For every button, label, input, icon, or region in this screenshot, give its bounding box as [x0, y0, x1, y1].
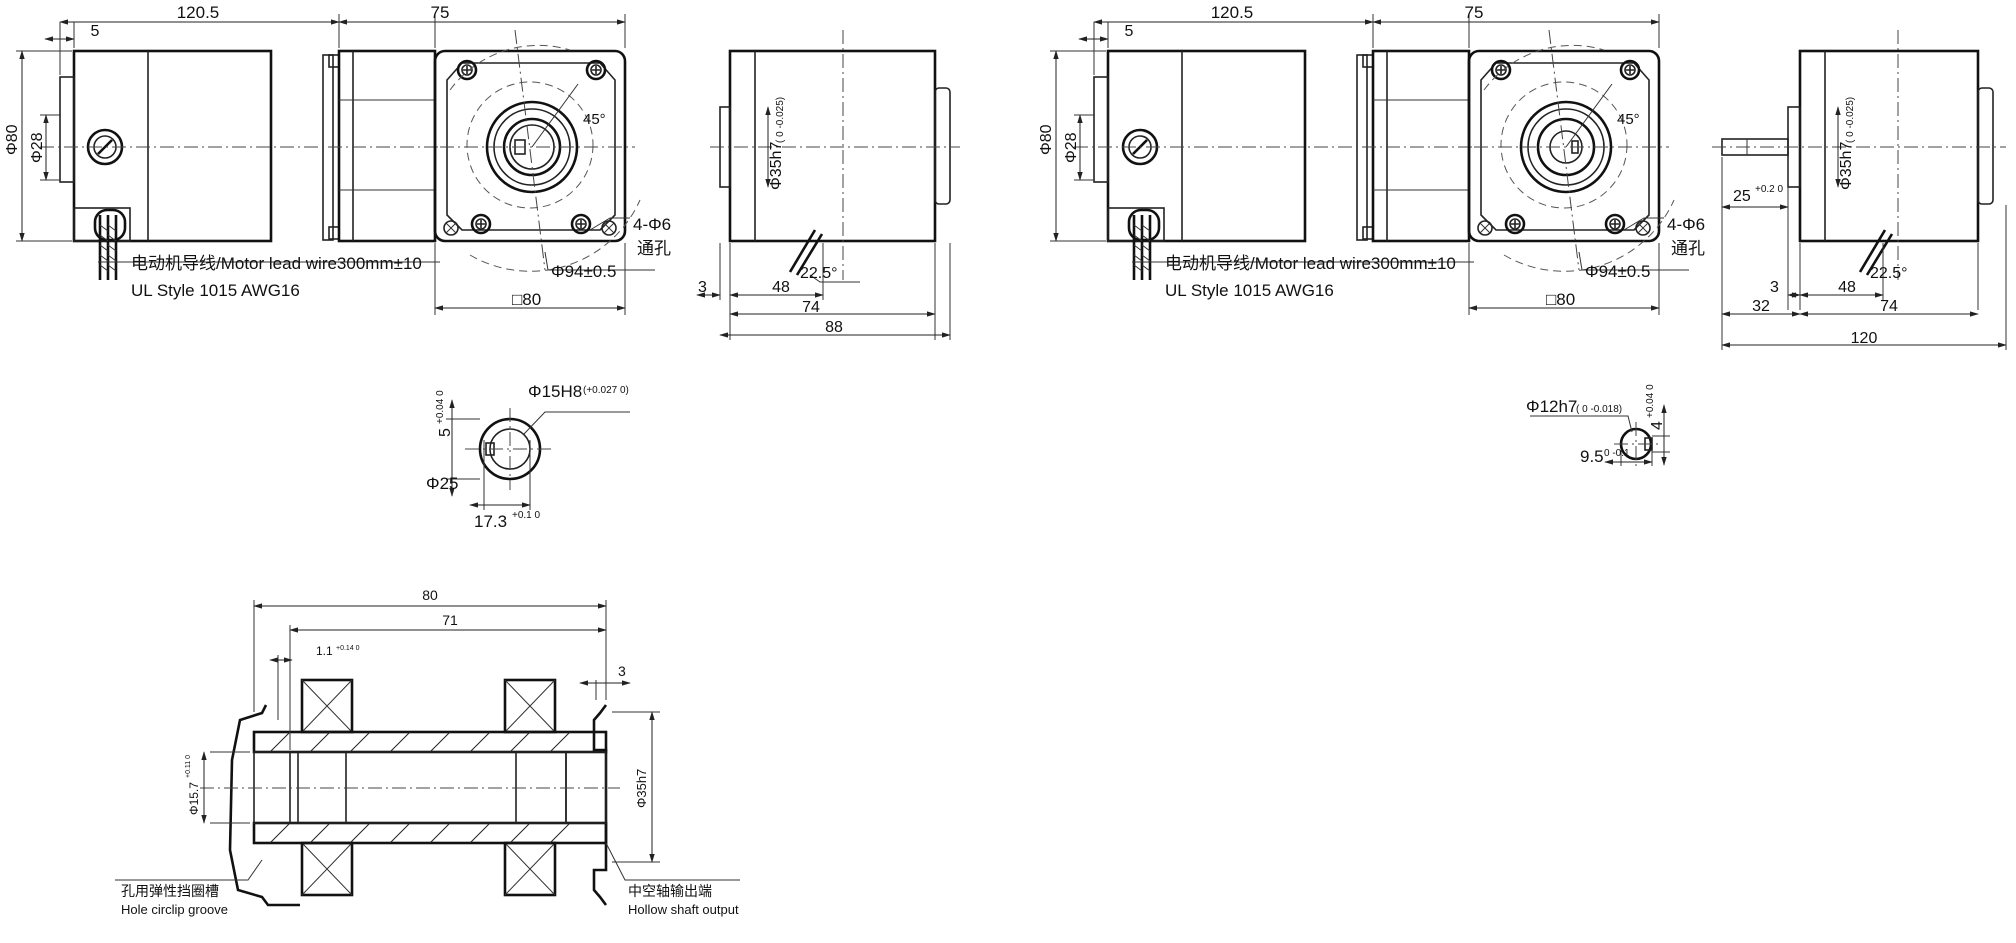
- dim-through-left: 通孔: [637, 239, 671, 258]
- hollow-shaft-section-labels: 80 71 1.1 +0.14 0 3 Φ15.7 +0.11 0 Φ35h7 …: [121, 587, 739, 917]
- dim-5-left: 5: [91, 23, 100, 40]
- output-en-label: Hollow shaft output: [628, 902, 739, 917]
- right-dimensions: [1050, 14, 2007, 350]
- shaft-len-3-label: 3: [618, 663, 626, 679]
- hollow-shaft-section-view: [115, 600, 740, 907]
- output-cn-label: 中空轴输出端: [628, 883, 712, 899]
- motor-right-side-view: [1074, 49, 1484, 280]
- dim-3-right: 3: [1770, 279, 1779, 296]
- dim-hub-tol-left: ( 0 -0.025): [775, 97, 786, 143]
- key-width-label: 4: [1649, 421, 1666, 430]
- dim-square-right: □80: [1546, 290, 1575, 309]
- key-width-tol-label: +0.04 0: [1645, 384, 1656, 418]
- dim-dia80-left: Φ80: [4, 124, 21, 155]
- dim-holes-right: 4-Φ6: [1667, 215, 1705, 234]
- gearhead-left-side-view: [710, 30, 960, 280]
- shaft-dia-label: Φ12h7: [1526, 397, 1577, 416]
- lead-wire-label-left: 电动机导线/Motor lead wire300mm±10: [131, 254, 422, 273]
- circlip-en-label: Hole circlip groove: [121, 902, 228, 917]
- key-height-tol-label: +0.04 0: [435, 390, 446, 424]
- dim-74-right: 74: [1880, 298, 1898, 315]
- dim-22-5-right: 22.5°: [1870, 265, 1908, 282]
- dim-88-left: 88: [825, 319, 843, 336]
- key-height-label: 5: [437, 428, 454, 437]
- hub-dia-section-label: Φ35h7: [634, 769, 649, 808]
- shaft-len-71-label: 71: [442, 612, 458, 628]
- dim-bolt-right: Φ94±0.5: [1585, 262, 1650, 281]
- dim-hub-left: Φ35h7: [768, 142, 785, 190]
- left-labels: 120.5 75 5 Φ80 Φ28 45° 4-Φ6 通孔 Φ94±0.5 □…: [4, 3, 843, 336]
- dim-48-left: 48: [772, 279, 790, 296]
- gearhead-left-front-view: [433, 29, 641, 272]
- bore-tol-label: (+0.027 0): [583, 385, 629, 396]
- dim-dia28-right: Φ28: [1063, 132, 1080, 163]
- dim-25-right: 25: [1733, 188, 1751, 205]
- dim-120-5-right: 120.5: [1211, 3, 1254, 22]
- key-depth-label: 17.3: [474, 512, 507, 531]
- left-dimensions: [16, 14, 951, 340]
- dim-74-left: 74: [802, 299, 820, 316]
- dim-bolt-left: Φ94±0.5: [551, 262, 616, 281]
- dim-dia28-left: Φ28: [29, 132, 46, 163]
- right-labels: 120.5 75 5 Φ80 Φ28 45° 4-Φ6 通孔 Φ94±0.5 □…: [1038, 3, 1908, 347]
- dim-square-left: □80: [512, 290, 541, 309]
- dim-3-left: 3: [698, 279, 707, 296]
- solid-shaft-section: Φ12h7 ( 0 -0.018) 4 +0.04 0 9.5 0 -0.1: [1526, 384, 1670, 468]
- hollow-bore-section: Φ15H8 (+0.027 0) 5 +0.04 0 Φ25 17.3 +0.1…: [426, 382, 630, 531]
- groove-width-label: 1.1: [316, 644, 333, 658]
- dim-25-tol-right: +0.2 0: [1755, 184, 1784, 195]
- dim-22-5-left: 22.5°: [800, 265, 838, 282]
- dim-75-right: 75: [1465, 3, 1484, 22]
- dim-through-right: 通孔: [1671, 239, 1705, 258]
- shaft-len-80-label: 80: [422, 587, 438, 603]
- flat-tol-label: 0 -0.1: [1604, 448, 1630, 459]
- circlip-cn-label: 孔用弹性挡圈槽: [121, 883, 219, 899]
- shaft-tol-label: ( 0 -0.018): [1576, 404, 1622, 415]
- flat-label: 9.5: [1580, 447, 1604, 466]
- dim-holes-left: 4-Φ6: [633, 215, 671, 234]
- dim-5-right: 5: [1125, 23, 1134, 40]
- dim-dia80-right: Φ80: [1038, 124, 1055, 155]
- dim-48-right: 48: [1838, 279, 1856, 296]
- key-depth-tol-label: +0.1 0: [512, 510, 541, 521]
- bore-dia-label: Φ15H8: [528, 382, 582, 401]
- dim-45-left: 45°: [583, 111, 606, 128]
- motor-left-side-view: [40, 49, 450, 280]
- groove-dia-label: Φ15.7: [187, 782, 201, 815]
- dim-32-right: 32: [1752, 298, 1770, 315]
- dim-hub-tol-right: ( 0 -0.025): [1845, 97, 1856, 143]
- lead-wire-label-right: 电动机导线/Motor lead wire300mm±10: [1165, 254, 1456, 273]
- groove-dia-tol-label: +0.11 0: [185, 755, 192, 778]
- groove-width-tol-label: +0.14 0: [336, 645, 360, 652]
- dim-75-left: 75: [431, 3, 450, 22]
- ul-style-label-right: UL Style 1015 AWG16: [1165, 281, 1334, 300]
- gearhead-right-front-view: [1467, 29, 1675, 272]
- dim-hub-right: Φ35h7: [1838, 142, 1855, 190]
- ul-style-label-left: UL Style 1015 AWG16: [131, 281, 300, 300]
- outer-dia-label: Φ25: [426, 474, 458, 493]
- gearhead-right-side-view: [1712, 30, 2006, 280]
- dim-120-right: 120: [1851, 330, 1878, 347]
- dim-45-right: 45°: [1617, 111, 1640, 128]
- dim-120-5-left: 120.5: [177, 3, 220, 22]
